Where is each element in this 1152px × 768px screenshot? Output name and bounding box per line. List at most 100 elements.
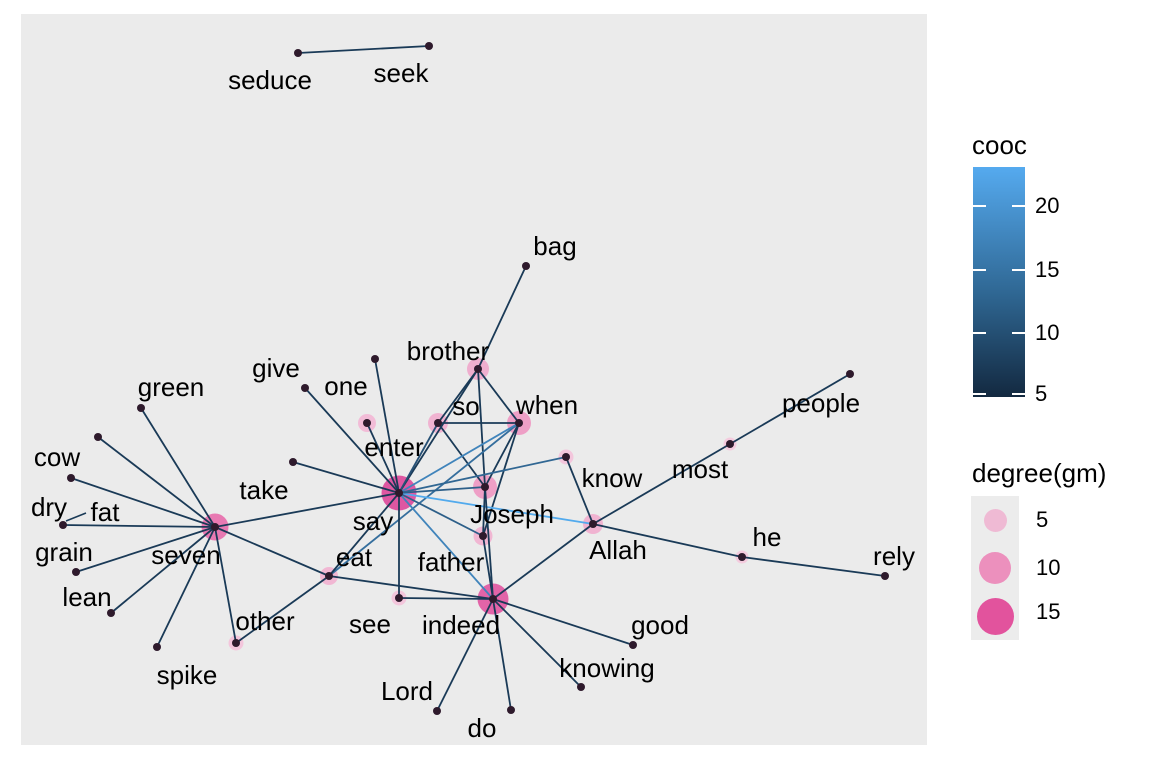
edge-seven-eat: [214, 526, 330, 577]
edge-Joseph-indeed: [484, 486, 494, 600]
degree-circle-10: [979, 552, 1011, 584]
legend-degree-key-5: [971, 496, 1019, 544]
node-dot-other: [232, 639, 240, 647]
edge-say-when: [398, 422, 520, 494]
edge-say-indeed: [398, 492, 494, 600]
edges-layer: [62, 45, 886, 712]
node-dot-spike: [153, 643, 161, 651]
edge-seven-lean: [110, 526, 216, 614]
edge-say-Allah: [398, 492, 594, 525]
legend-cooc-tick-20: 20: [1035, 193, 1060, 218]
colorbar-tick-mark: [973, 332, 986, 334]
legend-degree-label-15: 15: [1036, 599, 1061, 624]
legend-degree-label-10: 10: [1036, 555, 1061, 580]
node-dot-cow: [94, 433, 102, 441]
node-label-knowing: knowing: [559, 653, 654, 683]
edge-say-eat: [328, 492, 400, 577]
node-dot-when: [515, 419, 523, 427]
node-dot-eat: [325, 572, 333, 580]
node-label-Allah: Allah: [589, 535, 647, 565]
node-label-seduce: seduce: [228, 65, 312, 95]
node-label-spike: spike: [157, 660, 218, 690]
node-dot-Allah: [589, 520, 597, 528]
plot-panel: [21, 14, 927, 745]
node-dot-bag: [522, 262, 530, 270]
node-label-take: take: [239, 475, 288, 505]
edge-indeed-Allah: [492, 523, 594, 600]
edge-seven-dry: [70, 477, 216, 528]
node-dot-fat: [59, 521, 67, 529]
edge-Joseph-father: [482, 486, 486, 537]
edge-say-seven: [214, 492, 400, 528]
node-label-know: know: [582, 463, 643, 493]
edge-know-Allah: [565, 456, 594, 525]
node-dot-seek: [425, 42, 433, 50]
node-dot-seven: [211, 523, 219, 531]
node-dot-know: [562, 453, 570, 461]
node-label-other: other: [235, 606, 295, 636]
legend-cooc-tick-10: 10: [1035, 320, 1060, 345]
edge-eat-indeed: [328, 575, 494, 600]
edge-indeed-knowing: [492, 598, 582, 688]
edge-seven-cow: [97, 436, 216, 528]
edge-say-Joseph: [398, 486, 486, 494]
node-dot-most: [726, 440, 734, 448]
legend-cooc-title: cooc: [972, 130, 1027, 160]
edge-seven-grain: [75, 526, 216, 573]
legend-cooc-tick-5: 5: [1035, 381, 1048, 406]
node-dot-grain: [72, 568, 80, 576]
colorbar-tick-mark: [1012, 205, 1025, 207]
node-label-seek: seek: [374, 58, 430, 88]
node-label-one: one: [324, 371, 367, 401]
node-label-see: see: [349, 609, 391, 639]
edge-say-one: [374, 358, 400, 494]
node-dot-Joseph: [481, 483, 489, 491]
legend-degree-key-15: [971, 592, 1019, 640]
edge-Allah-he: [592, 523, 743, 558]
node-label-so: so: [452, 391, 479, 421]
node-dot-good: [629, 641, 637, 649]
node-dot-one: [371, 355, 379, 363]
colorbar-tick-mark: [973, 269, 986, 271]
edge-most-people: [729, 373, 851, 445]
node-dot-brother: [474, 365, 482, 373]
edge-say-father: [398, 492, 484, 537]
edge-eat-other: [235, 575, 330, 644]
node-label-he: he: [753, 522, 782, 552]
legend-degree-title: degree(gm): [972, 458, 1107, 488]
node-label-green: green: [138, 372, 205, 402]
edge-seven-other: [214, 526, 237, 644]
node-dot-people: [846, 370, 854, 378]
edge-say-take: [292, 461, 400, 494]
edge-indeed-Lord: [436, 598, 494, 712]
legend-degree-key-10: [971, 544, 1019, 592]
legend-cooc-tick-15: 15: [1035, 257, 1060, 282]
edge-see-indeed: [398, 597, 494, 600]
node-label-say: say: [353, 506, 393, 536]
node-label-enter: enter: [364, 432, 424, 462]
edge-say-enter: [366, 422, 400, 494]
edge-Allah-most: [592, 443, 731, 525]
edge-he-rely: [741, 556, 886, 577]
colorbar-tick-mark: [1012, 393, 1025, 395]
node-label-father: father: [418, 547, 485, 577]
node-dot-father: [479, 532, 487, 540]
colorbar-tick-mark: [973, 393, 986, 395]
node-dot-do: [507, 706, 515, 714]
edge-eat-when: [328, 422, 520, 577]
edge-indeed-do: [492, 598, 512, 711]
edge-say-give: [304, 387, 400, 494]
node-label-grain: grain: [35, 537, 93, 567]
node-label-people: people: [782, 388, 860, 418]
legend-cooc-gradient-bar: [973, 167, 1025, 397]
node-dot-so: [434, 419, 442, 427]
node-label-rely: rely: [873, 541, 915, 571]
node-dot-knowing: [577, 683, 585, 691]
edge-father-indeed: [482, 535, 494, 600]
degree-circle-5: [983, 508, 1007, 532]
edge-when-father: [482, 422, 520, 537]
label-connector-fat: [65, 512, 87, 522]
edge-brother-when: [477, 368, 520, 424]
